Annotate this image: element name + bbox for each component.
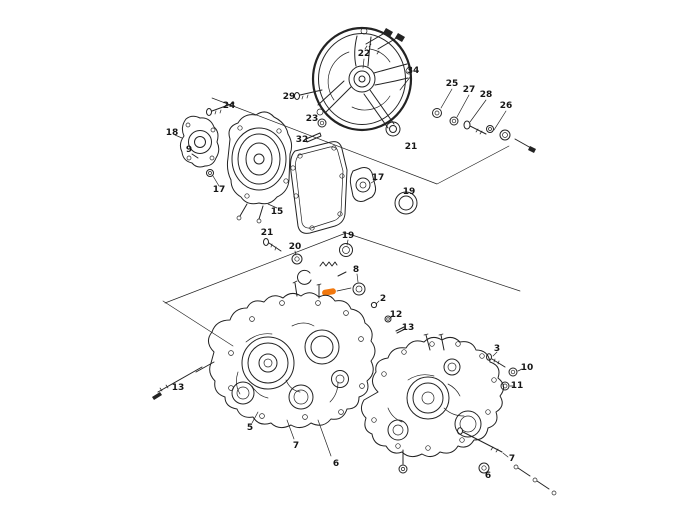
fastener-chain-right (362, 58, 536, 153)
callout-20[interactable]: 20 (289, 242, 302, 252)
callout-7[interactable]: 7 (509, 454, 515, 464)
left-of-wheel-parts (206, 89, 327, 143)
callout-17[interactable]: 17 (372, 173, 385, 183)
highlighted-part[interactable] (322, 288, 337, 296)
callout-3[interactable]: 3 (494, 344, 500, 354)
right-crankcase-half (360, 333, 504, 458)
callout-12[interactable]: 12 (390, 310, 403, 320)
gasket-outline (290, 141, 348, 234)
left-cover-assembly (174, 115, 220, 187)
callout-6[interactable]: 6 (333, 459, 339, 469)
callout-24[interactable]: 24 (223, 101, 236, 111)
callout-17[interactable]: 17 (213, 185, 226, 195)
callout-32[interactable]: 32 (296, 135, 309, 145)
callout-10[interactable]: 10 (521, 363, 534, 373)
bearing-cover-assembly (226, 111, 293, 224)
callout-19[interactable]: 19 (403, 187, 416, 197)
callout-15[interactable]: 15 (271, 207, 284, 217)
callout-25[interactable]: 25 (446, 79, 459, 89)
exploded-plane-lines (162, 97, 521, 347)
left-crankcase-half (152, 280, 376, 457)
callout-19[interactable]: 19 (342, 231, 355, 241)
callout-21[interactable]: 21 (405, 142, 418, 152)
small-parts-row (263, 238, 366, 296)
callout-13[interactable]: 13 (402, 323, 415, 333)
callout-23[interactable]: 23 (306, 114, 319, 124)
callout-18[interactable]: 18 (166, 128, 179, 138)
callout-7[interactable]: 7 (293, 441, 299, 451)
callout-21[interactable]: 21 (261, 228, 274, 238)
callout-6[interactable]: 6 (485, 471, 491, 481)
callout-11[interactable]: 11 (511, 381, 524, 391)
callout-34[interactable]: 34 (407, 66, 420, 76)
right-side-fasteners (398, 351, 557, 496)
callout-5[interactable]: 5 (247, 423, 253, 433)
retainer-and-rings (339, 167, 418, 257)
callout-2[interactable]: 2 (380, 294, 386, 304)
callout-8[interactable]: 8 (353, 265, 359, 275)
callout-22[interactable]: 22 (358, 49, 371, 59)
mid-dowel-parts (370, 300, 406, 334)
callout-9[interactable]: 9 (186, 145, 192, 155)
callout-29[interactable]: 29 (283, 92, 296, 102)
callout-26[interactable]: 26 (500, 101, 513, 111)
rotor-wheel-assembly (311, 26, 413, 137)
callout-28[interactable]: 28 (480, 90, 493, 100)
top-bolt-parts (364, 28, 405, 55)
callout-27[interactable]: 27 (463, 85, 476, 95)
callout-13[interactable]: 13 (172, 383, 185, 393)
